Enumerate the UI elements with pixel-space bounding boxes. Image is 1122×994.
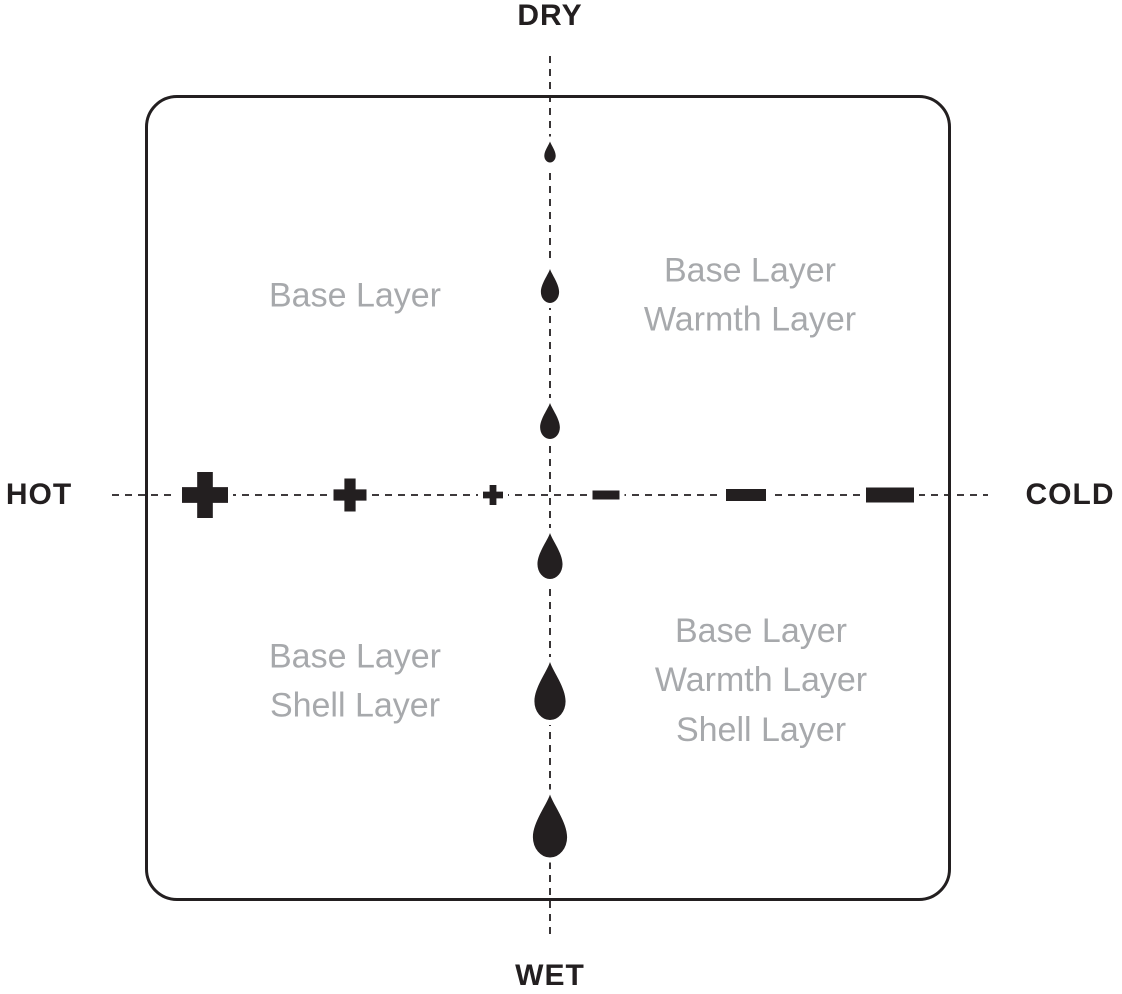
- droplet-icon: [542, 141, 558, 163]
- minus-icon: [592, 490, 620, 500]
- minus-icon: [866, 487, 914, 503]
- droplet-icon: [529, 662, 571, 720]
- plus-icon: [182, 472, 228, 518]
- axis-label-cold: COLD: [1025, 478, 1115, 511]
- axis-label-hot: HOT: [5, 478, 73, 511]
- axis-label-dry: DRY: [517, 0, 583, 32]
- minus-icon: [726, 489, 766, 501]
- plus-icon: [483, 485, 503, 505]
- quadrant-label-top-right: Base Layer Warmth Layer: [643, 251, 857, 339]
- quadrant-label-bottom-right: Base Layer Warmth Layer Shell Layer: [654, 612, 868, 749]
- droplet-icon: [527, 794, 573, 858]
- droplet-icon: [538, 269, 562, 303]
- plus-icon: [333, 478, 367, 512]
- quadrant-label-top-left: Base Layer: [269, 276, 441, 315]
- droplet-icon: [533, 533, 567, 579]
- axis-label-wet: WET: [515, 959, 585, 992]
- droplet-icon: [537, 403, 563, 439]
- quadrant-box: [145, 95, 951, 901]
- quadrant-label-bottom-left: Base Layer Shell Layer: [269, 637, 441, 725]
